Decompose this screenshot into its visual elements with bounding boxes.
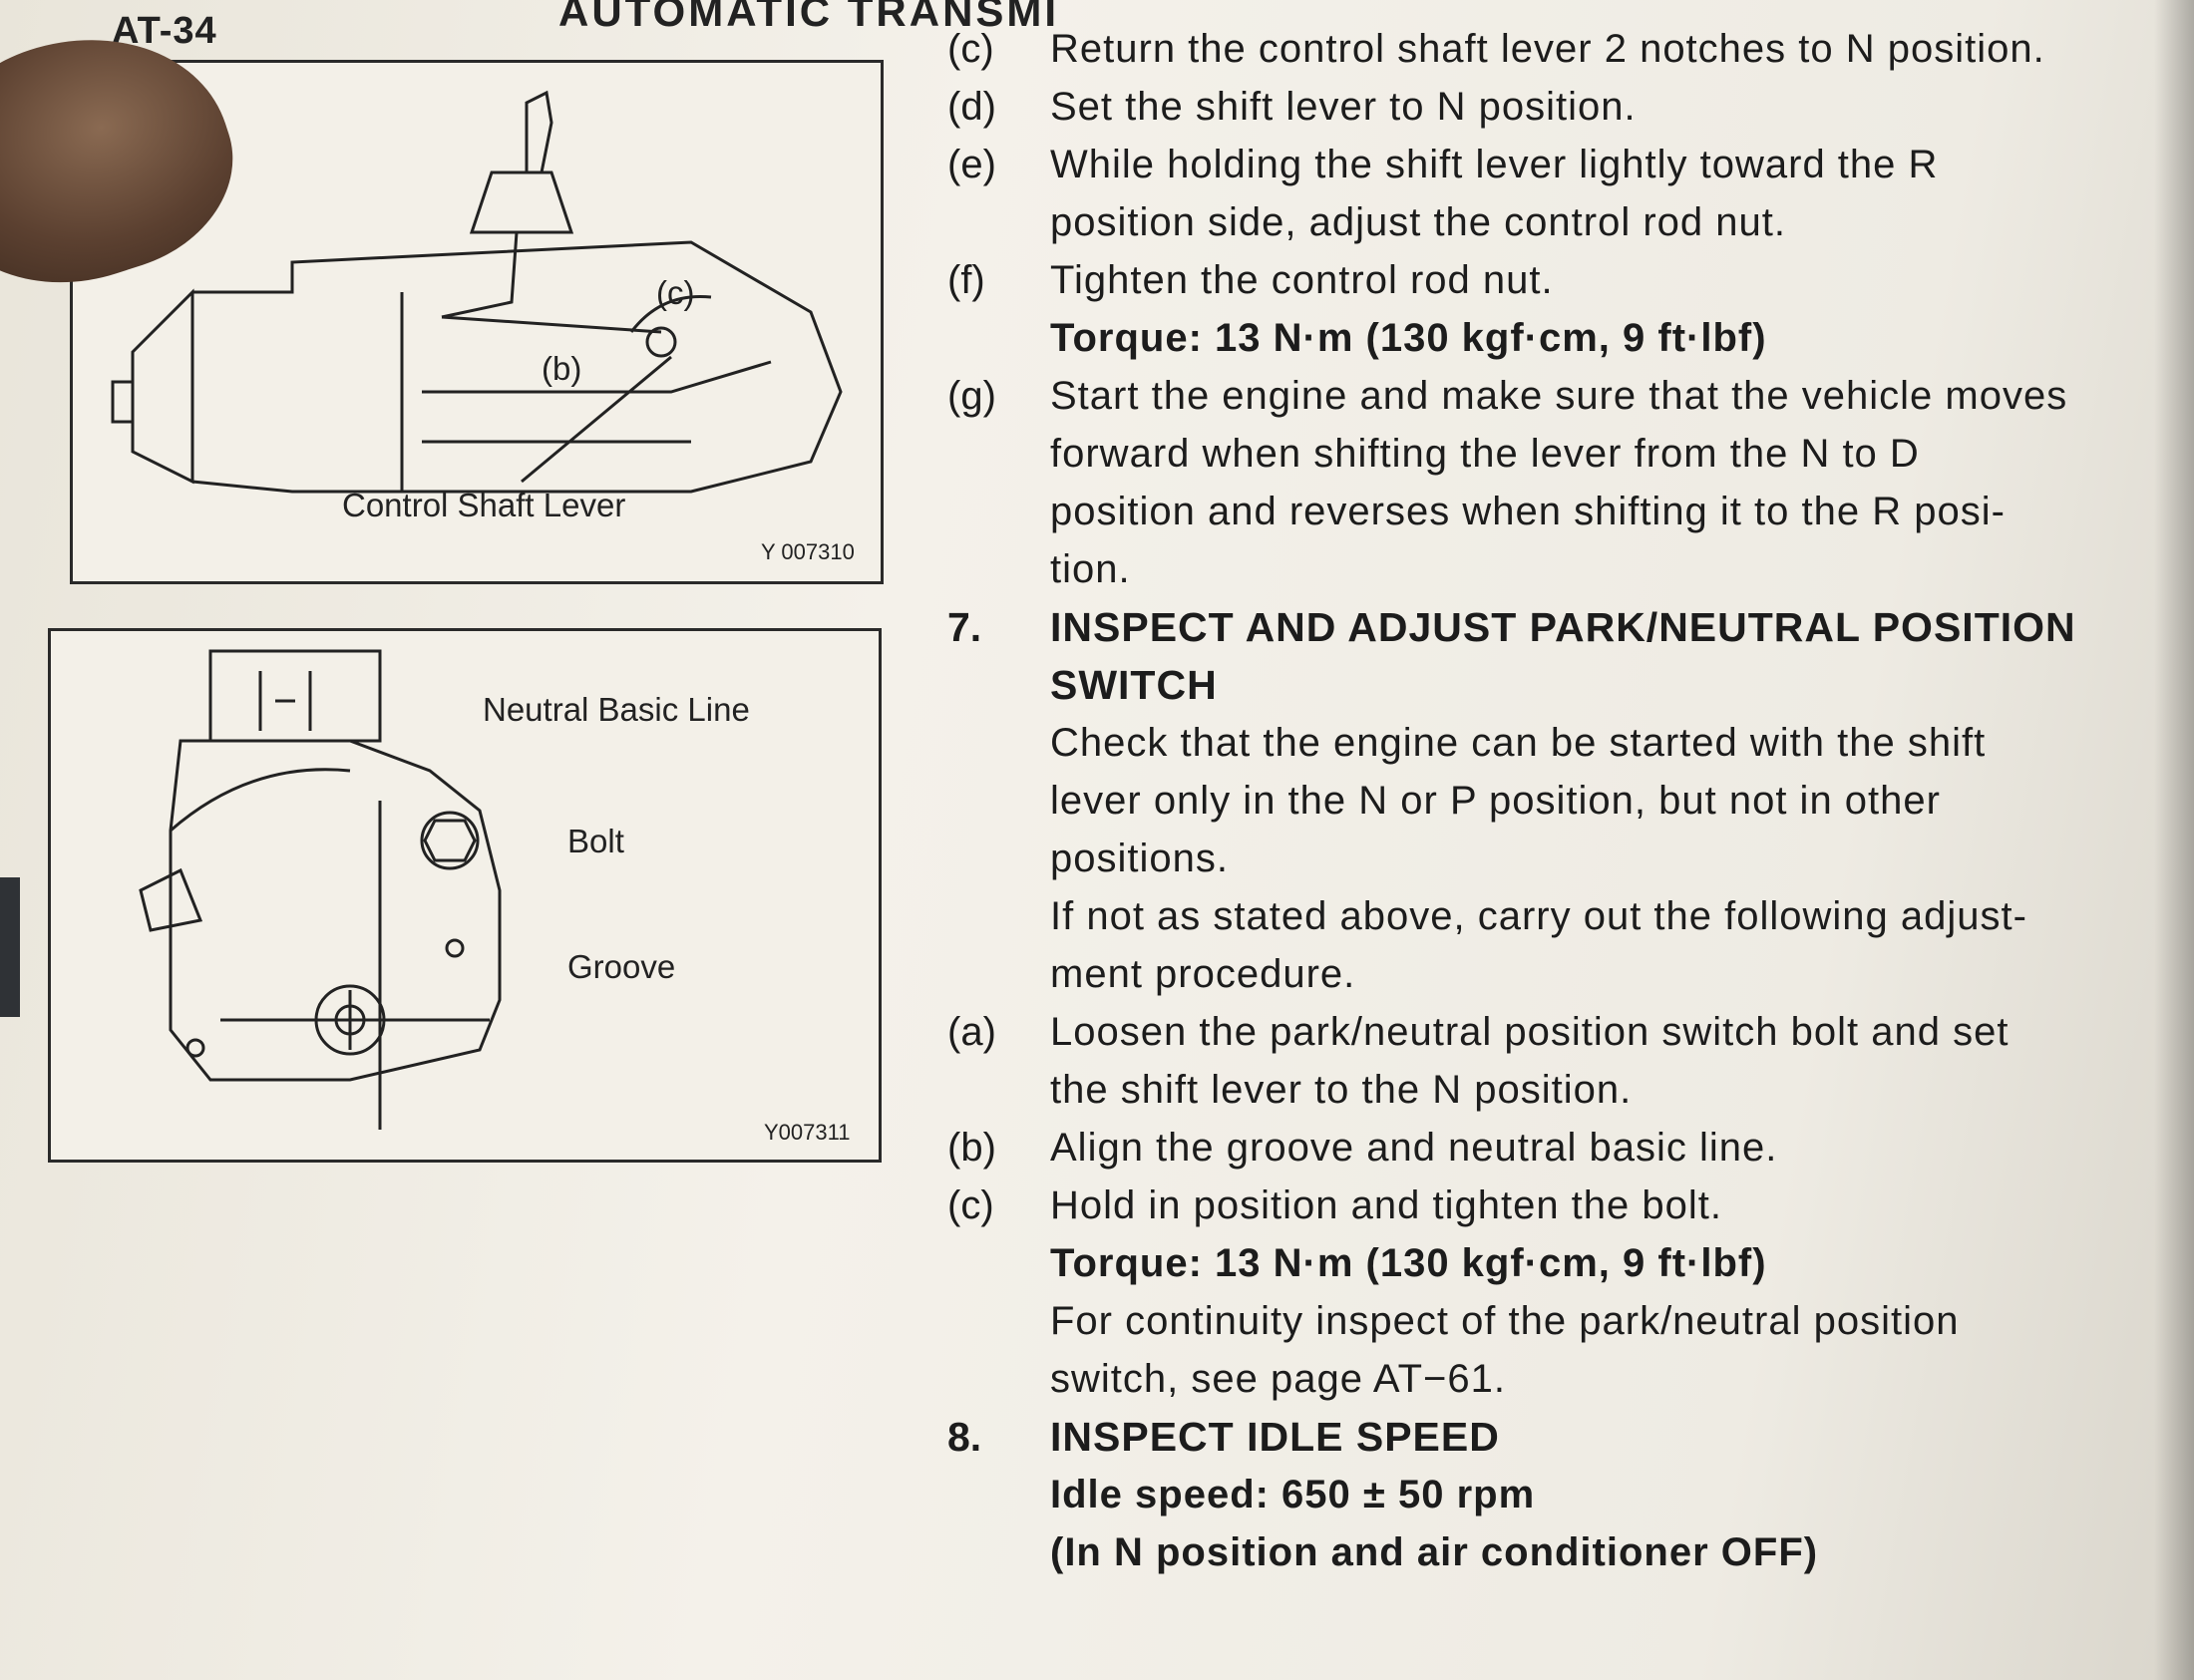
section-title: AUTOMATIC TRANSMI (558, 0, 1060, 35)
figure2-groove: Groove (567, 948, 676, 985)
step-text: Torque: 13 N·m (130 kgf·cm, 9 ft·lbf) (1050, 1241, 1767, 1285)
step-label: (a) (947, 1010, 996, 1054)
step-text: Return the control shaft lever 2 notches… (1050, 27, 2045, 71)
text-line: Check that the engine can be started wit… (947, 714, 2144, 772)
text-line: lever only in the N or P position, but n… (947, 772, 2144, 830)
step-label: 8. (947, 1414, 982, 1460)
step-text: positions. (1050, 837, 1229, 880)
text-line: 8. INSPECT IDLE SPEED (947, 1408, 2144, 1466)
text-line: (b) Align the groove and neutral basic li… (947, 1119, 2144, 1176)
step-text: ment procedure. (1050, 952, 1356, 996)
text-line: (c) Hold in position and tighten the bolt… (947, 1176, 2144, 1234)
binding-tab (0, 877, 20, 1017)
switch-drawing (139, 649, 502, 1130)
step-text: tion. (1050, 547, 1131, 591)
step-text: INSPECT AND ADJUST PARK/NEUTRAL POSITION (1050, 604, 2076, 650)
text-line: (a) Loosen the park/neutral position swit… (947, 1003, 2144, 1061)
text-line: (g) Start the engine and make sure that t… (947, 367, 2144, 425)
step-label: (c) (947, 27, 994, 71)
step-text: switch, see page AT−61. (1050, 1357, 1506, 1401)
step-label: (f) (947, 258, 985, 302)
figure1-caption: Control Shaft Lever (342, 487, 626, 523)
figure1-code: Y 007310 (761, 539, 855, 564)
step-text: INSPECT IDLE SPEED (1050, 1414, 1500, 1460)
text-line: position side, adjust the control rod nu… (947, 193, 2144, 251)
page-edge-shadow (2154, 0, 2194, 1680)
step-text: Check that the engine can be started wit… (1050, 721, 1987, 765)
procedure-text: (c) Return the control shaft lever 2 notc… (947, 20, 2144, 1581)
step-text: lever only in the N or P position, but n… (1050, 779, 1941, 823)
step-text: (In N position and air conditioner OFF) (1050, 1530, 1819, 1574)
text-line: 7. INSPECT AND ADJUST PARK/NEUTRAL POSITI… (947, 598, 2144, 656)
step-label: (b) (947, 1126, 996, 1170)
text-line: (In N position and air conditioner OFF) (947, 1523, 2144, 1581)
step-label: (d) (947, 85, 996, 129)
figure2-code: Y007311 (764, 1120, 851, 1145)
step-label: (c) (947, 1183, 994, 1227)
step-label: (g) (947, 374, 996, 418)
text-line: Idle speed: 650 ± 50 rpm (947, 1466, 2144, 1523)
step-text: If not as stated above, carry out the fo… (1050, 894, 2027, 938)
step-text: SWITCH (1050, 662, 1218, 708)
figure2-neutral-basic-line: Neutral Basic Line (483, 691, 750, 728)
step-text: the shift lever to the N position. (1050, 1068, 1633, 1112)
step-label: (e) (947, 143, 996, 186)
figure1-label-b: (b) (542, 350, 582, 387)
text-line: switch, see page AT−61. (947, 1350, 2144, 1408)
step-text: position and reverses when shifting it t… (1050, 490, 2006, 533)
text-line: (d) Set the shift lever to N position. (947, 78, 2144, 136)
step-text: Loosen the park/neutral position switch … (1050, 1010, 2010, 1054)
step-text: Align the groove and neutral basic line. (1050, 1126, 1778, 1170)
text-line: (e) While holding the shift lever lightly… (947, 136, 2144, 193)
text-line: For continuity inspect of the park/neutr… (947, 1292, 2144, 1350)
step-text: Torque: 13 N·m (130 kgf·cm, 9 ft·lbf) (1050, 316, 1767, 360)
step-text: Idle speed: 650 ± 50 rpm (1050, 1473, 1536, 1516)
step-text: Start the engine and make sure that the … (1050, 374, 2068, 418)
step-text: While holding the shift lever lightly to… (1050, 143, 1939, 186)
text-line: tion. (947, 540, 2144, 598)
transmission-drawing (111, 90, 843, 494)
step-label: 7. (947, 604, 982, 650)
figure2-bolt: Bolt (567, 823, 624, 859)
text-line: ment procedure. (947, 945, 2144, 1003)
text-line: positions. (947, 830, 2144, 887)
step-text: Set the shift lever to N position. (1050, 85, 1637, 129)
step-text: For continuity inspect of the park/neutr… (1050, 1299, 1960, 1343)
text-line: (c) Return the control shaft lever 2 notc… (947, 20, 2144, 78)
figure-neutral-switch: Neutral Basic Line Bolt Groove Y007311 (48, 628, 882, 1163)
text-line: the shift lever to the N position. (947, 1061, 2144, 1119)
step-text: Tighten the control rod nut. (1050, 258, 1554, 302)
text-line: position and reverses when shifting it t… (947, 483, 2144, 540)
text-line: Torque: 13 N·m (130 kgf·cm, 9 ft·lbf) (947, 1234, 2144, 1292)
step-text: Hold in position and tighten the bolt. (1050, 1183, 1722, 1227)
figure1-label-c: (c) (656, 274, 695, 311)
step-text: forward when shifting the lever from the… (1050, 432, 1920, 476)
text-line: Torque: 13 N·m (130 kgf·cm, 9 ft·lbf) (947, 309, 2144, 367)
text-line: forward when shifting the lever from the… (947, 425, 2144, 483)
text-line: SWITCH (947, 656, 2144, 714)
text-line: If not as stated above, carry out the fo… (947, 887, 2144, 945)
text-line: (f) Tighten the control rod nut. (947, 251, 2144, 309)
step-text: position side, adjust the control rod nu… (1050, 200, 1786, 244)
